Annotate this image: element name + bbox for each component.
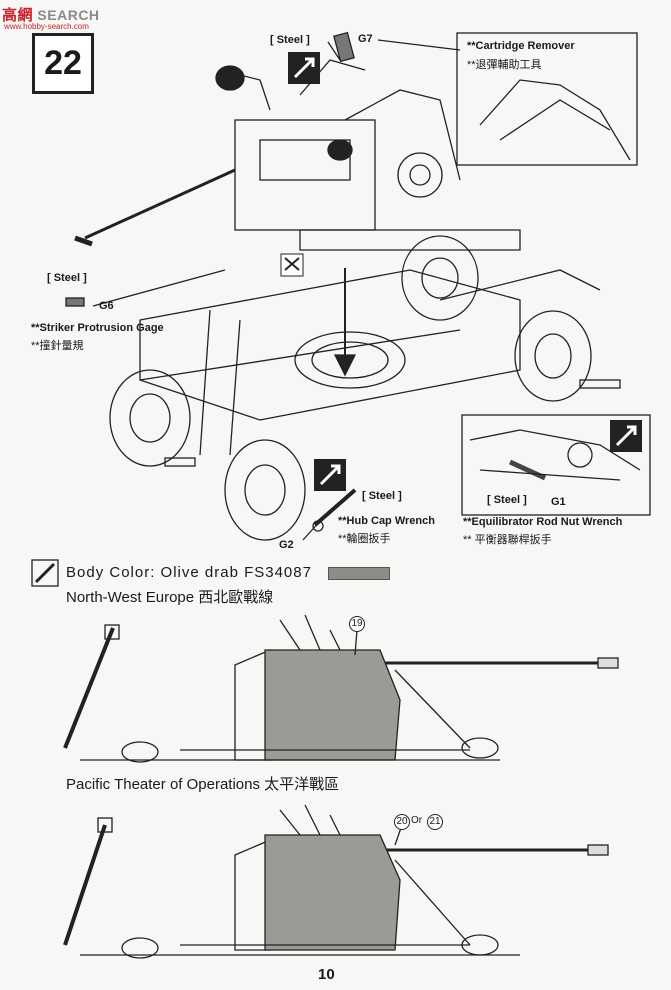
body-color-value: Olive drab FS34087 (160, 564, 312, 581)
equilibrator-wrench-label: **Equilibrator Rod Nut Wrench (463, 516, 623, 528)
arrow-icons (280, 52, 642, 491)
part-g6-label: G6 (99, 300, 114, 312)
part-g7-label: G7 (358, 33, 373, 45)
paint-brush-icon (31, 559, 59, 587)
steel-label-g6: [ Steel ] (47, 272, 87, 284)
marking-number: 21 (427, 814, 443, 830)
body-color-heading: Body Color: Olive drab FS34087 (66, 564, 312, 581)
marking-number: 19 (349, 616, 365, 632)
body-color-label: Body Color: (66, 564, 156, 581)
variant-title-pacific: Pacific Theater of Operations 太平洋戰區 (66, 776, 340, 793)
variant-title-nw-europe: North-West Europe 西北歐戰線 (66, 589, 274, 606)
step-number: 22 (32, 33, 94, 94)
cartridge-remover-label-zh: **退彈輔助工具 (467, 59, 542, 71)
cartridge-remover-label: **Cartridge Remover (467, 40, 575, 52)
steel-label-g2: [ Steel ] (362, 490, 402, 502)
steel-label-g1: [ Steel ] (487, 494, 527, 506)
steel-label-g7: [ Steel ] (270, 34, 310, 46)
watermark-url: www.hobby-search.com (4, 22, 89, 31)
part-g1-label: G1 (551, 496, 566, 508)
watermark-logo: 高網 SEARCH (2, 7, 100, 24)
equilibrator-wrench-label-zh: ** 平衡器聯桿扳手 (463, 534, 552, 546)
body-color-swatch (328, 567, 390, 580)
part-g2-label: G2 (279, 539, 294, 551)
hub-cap-wrench-label: **Hub Cap Wrench (338, 515, 435, 527)
marking-or: Or (411, 815, 423, 826)
page-number: 10 (318, 966, 335, 983)
striker-gage-label: **Striker Protrusion Gage (31, 322, 164, 334)
striker-gage-label-zh: **撞針量規 (31, 340, 84, 352)
hub-cap-wrench-label-zh: **輪圈扳手 (338, 533, 391, 545)
marking-number: 20 (394, 814, 410, 830)
